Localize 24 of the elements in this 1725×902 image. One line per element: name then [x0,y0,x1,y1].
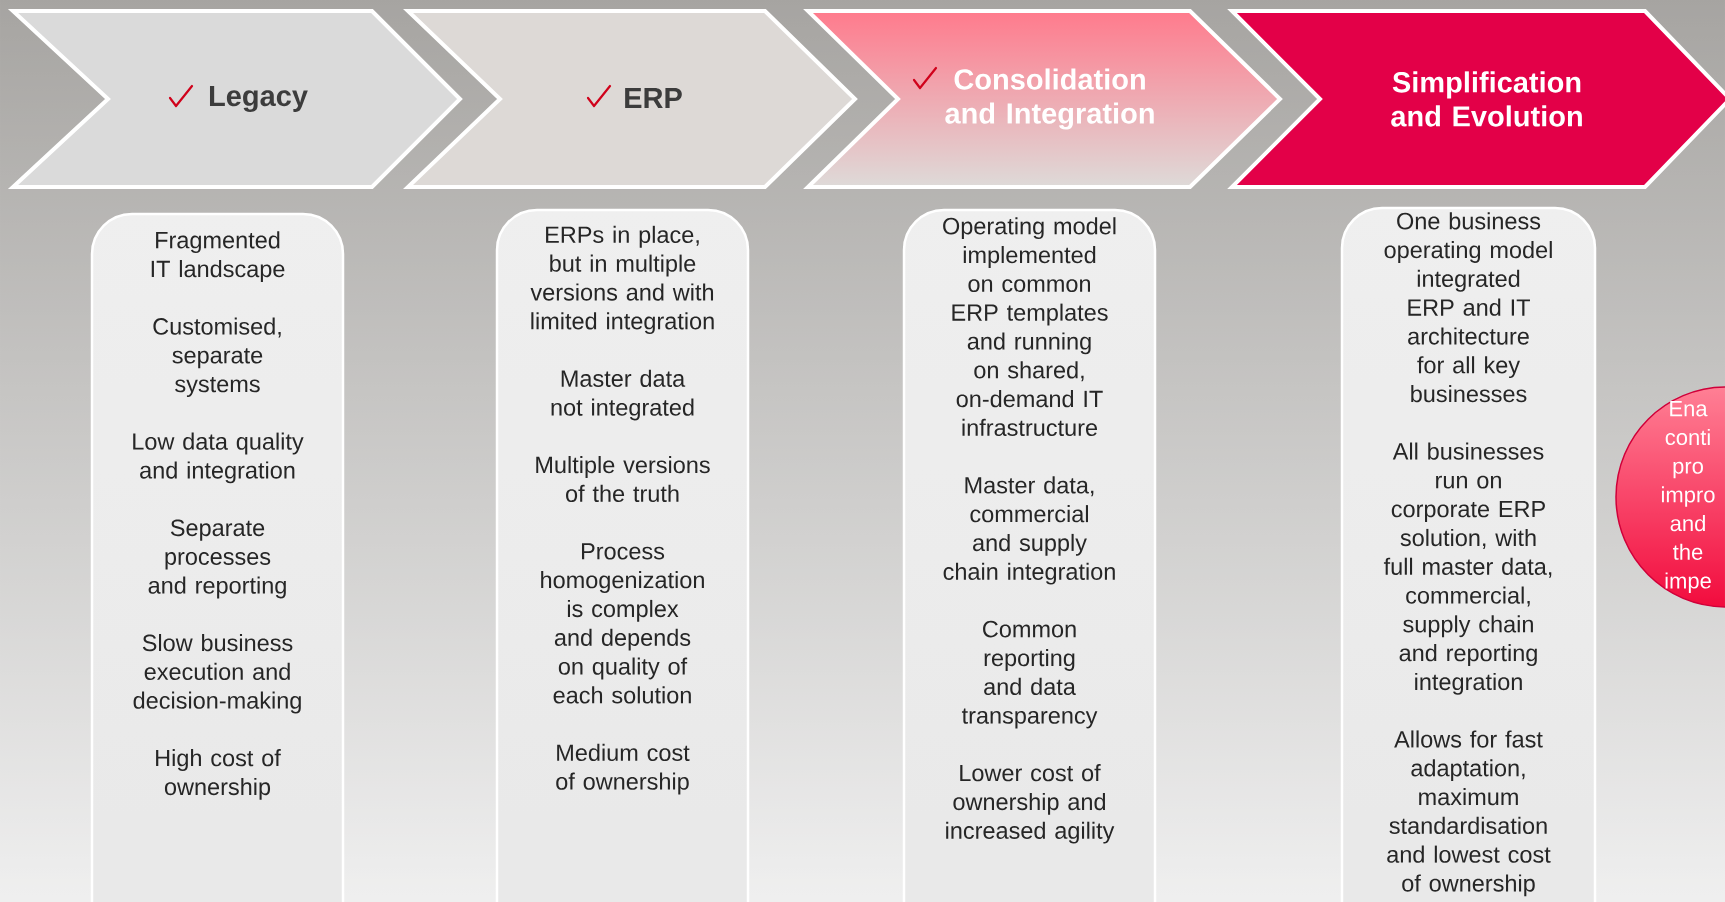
stage-heading: ERP [625,88,682,108]
description-panel [1340,206,1597,902]
description-panel [90,212,345,902]
stage-description: One business operating model integrated ERP and IT architecture for all key businesses [1384,212,1552,403]
stage-description: Medium cost of ownership [556,743,690,795]
stage-description: All businesses run on corporate ERP solution, with full master data, commercial, supply chain and reporting integration [1383,442,1552,695]
stage-description: Lower cost of ownership and increased agility [946,764,1115,844]
stage-description: Master data, commercial and supply chain integration [943,476,1115,585]
stage-heading: Legacy [210,85,308,113]
description-panel [902,208,1157,902]
stage-description: Slow business execution and decision-making [133,634,301,714]
stage-description: High cost of ownership [156,749,281,800]
stage-description: Separate processes and reporting [148,519,286,599]
stage-description: ERPs in place, but in multiple versions and with limited integration [530,225,714,335]
description-panel [495,208,750,902]
stage-description: Operating model implemented on common ERP templates and running on shared, on-demand IT infrastructure [943,217,1116,437]
stage-description: Common reporting and data transparency [961,620,1098,729]
stage-description: Multiple versions of the truth [536,456,710,503]
stage-description: Process homogenization is complex and depends on quality of each solution [541,543,704,704]
stage-description: Low data quality and integration [133,432,304,484]
stage-description: Master data not integrated [551,369,694,421]
stage-description: Customised, separate systems [153,317,281,397]
stage-description: Fragmented IT landscape [151,231,285,282]
stage-description: Allows for fast adaptation, maximum standardisation and lowest cost of ownership [1387,730,1551,897]
